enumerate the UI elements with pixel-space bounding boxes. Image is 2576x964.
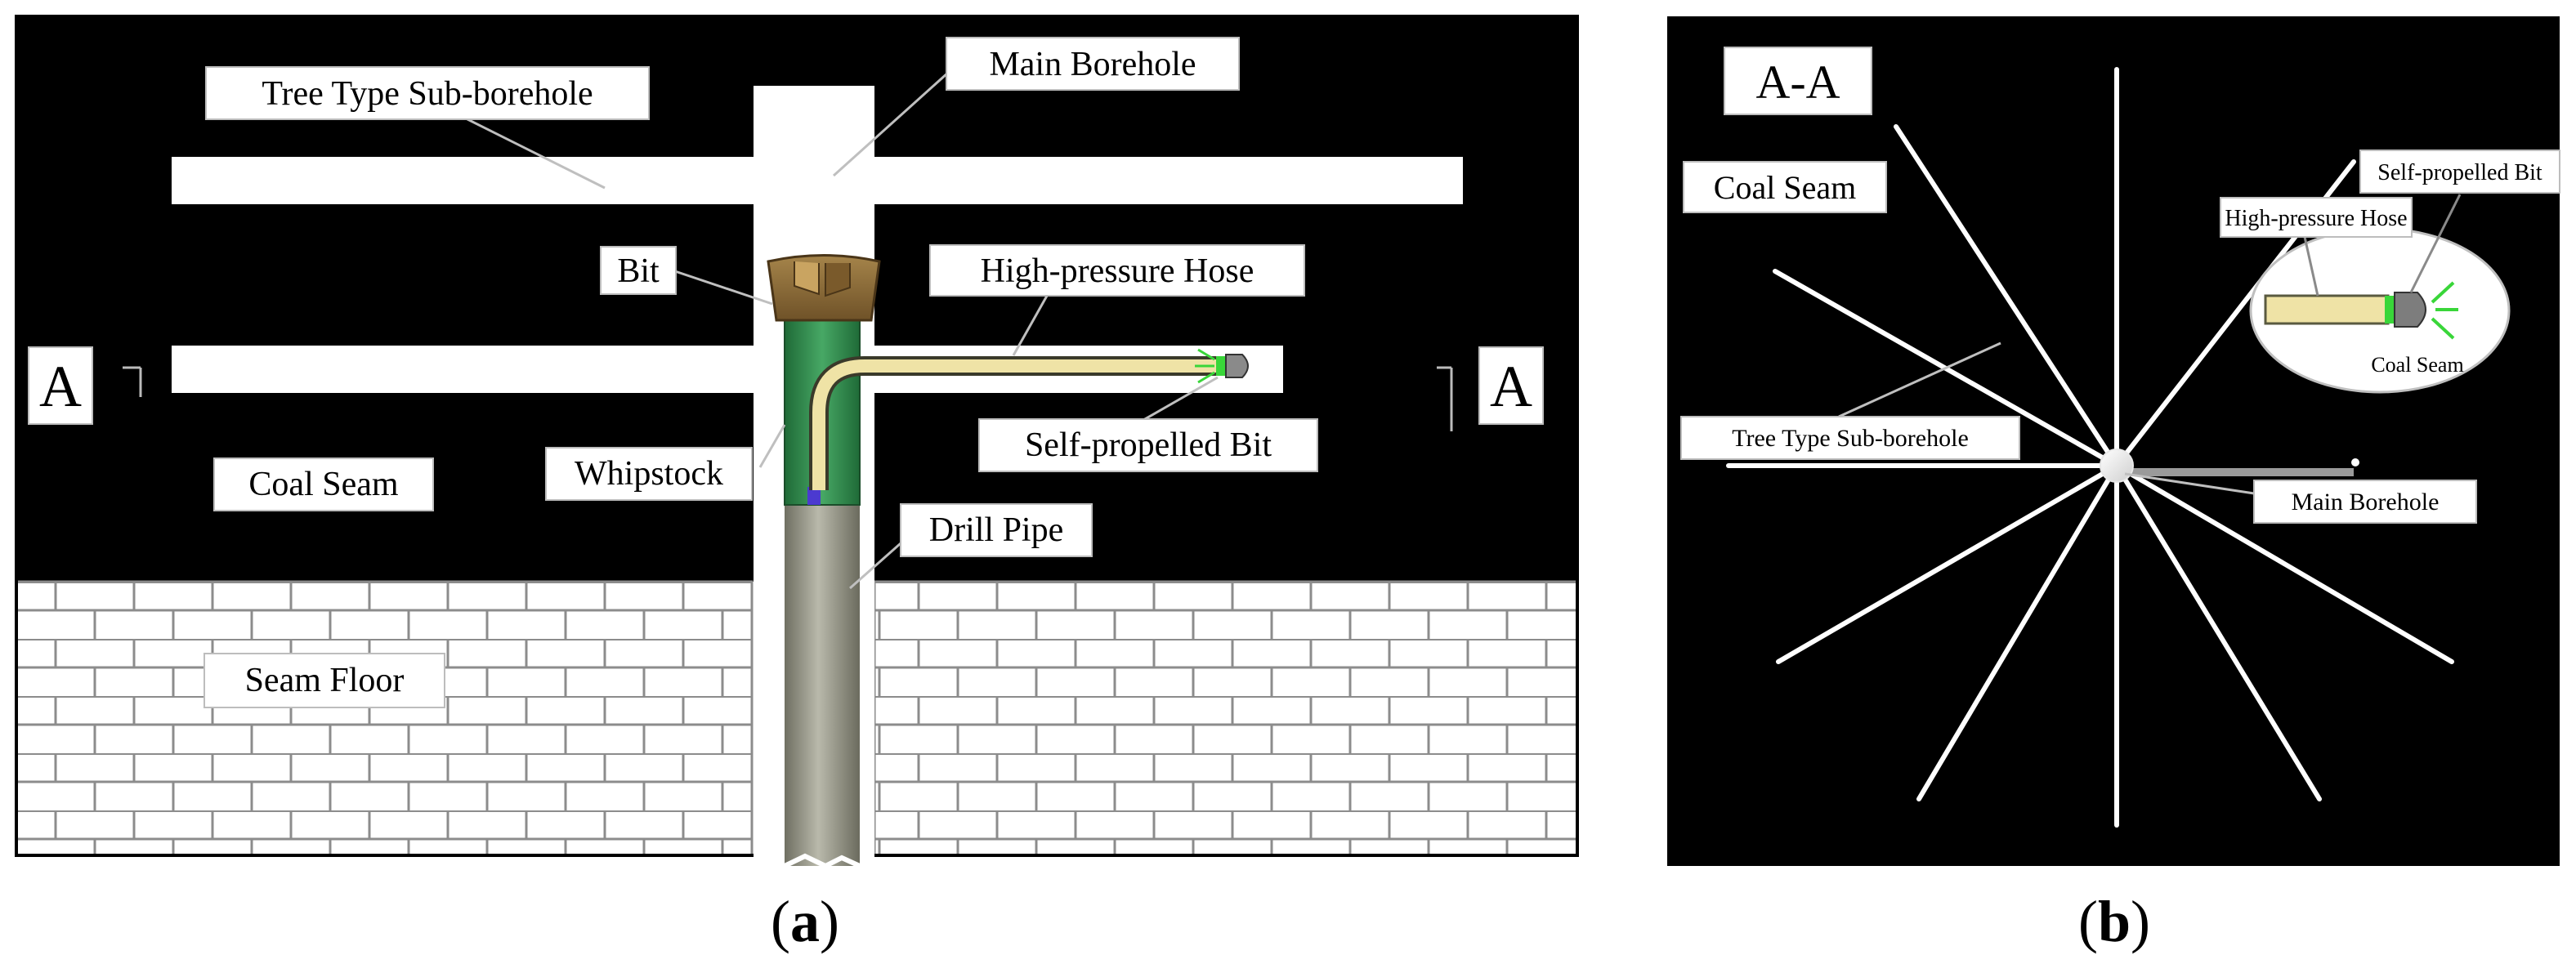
label-inset-high-pressure-hose: High-pressure Hose [2225, 206, 2407, 231]
main-borehole-end-icon [2351, 458, 2359, 466]
sub-borehole-line [1894, 124, 2119, 468]
label-tree-sub-borehole-b: Tree Type Sub-borehole [1732, 425, 1969, 452]
drill-pipe [785, 505, 860, 866]
svg-text:(a): (a) [771, 889, 839, 954]
svg-text:(b): (b) [2078, 889, 2150, 954]
label-coal-seam-a: Coal Seam [248, 466, 398, 503]
main-borehole-hub [2100, 449, 2134, 483]
label-bit: Bit [617, 252, 660, 290]
inset-self-propelled-bit [2394, 292, 2426, 328]
sub-borehole-line [2114, 463, 2454, 664]
inset-water-jet-icon [2431, 281, 2458, 340]
water-jet-icon [1195, 348, 1215, 384]
label-high-pressure-hose: High-pressure Hose [981, 252, 1254, 290]
label-tree-sub-borehole: Tree Type Sub-borehole [262, 75, 593, 113]
label-whipstock: Whipstock [575, 455, 723, 493]
inset-hose [2264, 294, 2390, 325]
seam-floor-left [15, 580, 754, 857]
label-section-a-a: A-A [1755, 56, 1840, 109]
panel-a: Tree Type Sub-borehole Main Borehole Bit… [15, 15, 1579, 869]
caption-b: (b) [2078, 889, 2150, 954]
caption-a: (a) [771, 889, 839, 954]
sub-borehole-line [2114, 463, 2322, 801]
section-mark-left [123, 366, 142, 397]
label-main-borehole: Main Borehole [989, 46, 1196, 83]
panel-b: Coal Seam A-A Coal Seam Self-propelled B… [1667, 16, 2560, 866]
sub-borehole-line [1916, 463, 2119, 801]
label-drill-pipe: Drill Pipe [929, 511, 1064, 549]
label-section-a-left: A [39, 354, 82, 419]
label-coal-seam-b: Coal Seam [1714, 169, 1856, 206]
whipstock-core [807, 487, 821, 505]
caption-a-letter: a [790, 889, 820, 954]
seam-floor-right [873, 580, 1579, 857]
bit [767, 254, 881, 322]
self-propelled-bit [1195, 348, 1249, 384]
sub-borehole-line [1776, 463, 2119, 664]
label-inset-coal-seam: Coal Seam [2371, 353, 2463, 377]
caption-b-letter: b [2098, 889, 2131, 954]
label-seam-floor: Seam Floor [245, 662, 405, 699]
label-main-borehole-b: Main Borehole [2292, 489, 2440, 515]
section-mark-right [1437, 366, 1453, 431]
label-inset-self-propelled-bit: Self-propelled Bit [2377, 160, 2542, 185]
label-self-propelled-bit: Self-propelled Bit [1025, 426, 1272, 464]
inset-detail: Coal Seam [2249, 194, 2511, 394]
label-section-a-right: A [1490, 354, 1532, 419]
